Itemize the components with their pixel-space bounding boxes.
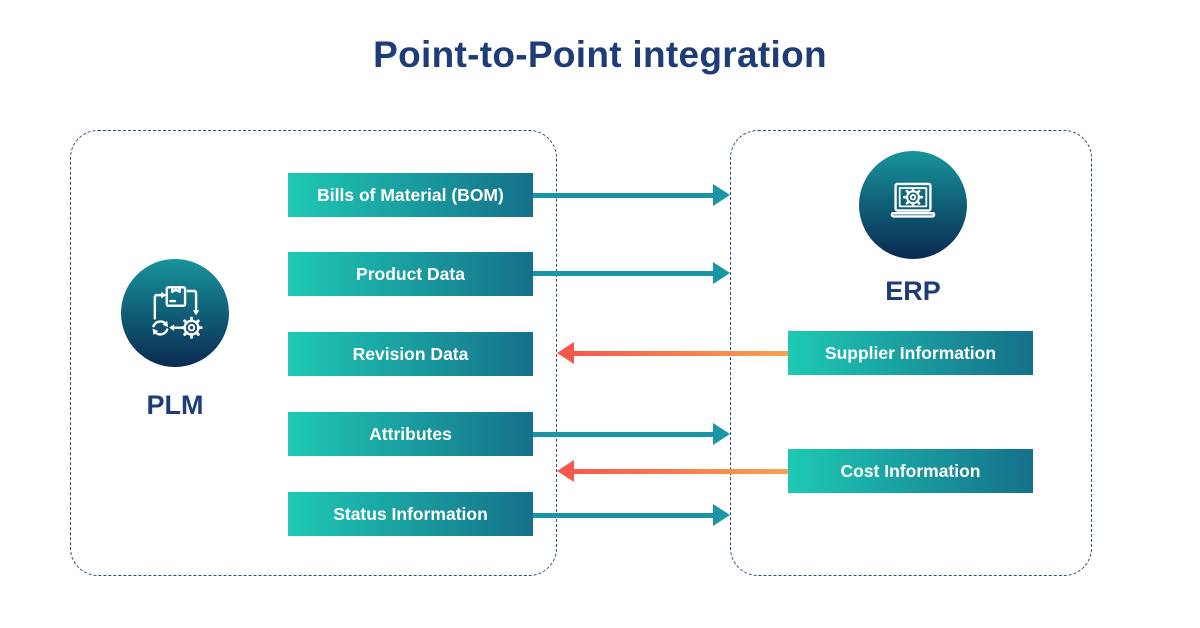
arrow-attributes-to-erp <box>533 423 730 445</box>
arrow-bom-to-erp <box>533 184 730 206</box>
flow-bar-cost-information: Cost Information <box>788 449 1033 493</box>
flow-bar-label: Attributes <box>369 423 452 444</box>
flow-bar-status-information: Status Information <box>288 492 533 536</box>
flow-bar-bills-of-material: Bills of Material (BOM) <box>288 173 533 217</box>
arrow-head-right-icon <box>713 504 730 526</box>
arrow-head-right-icon <box>713 423 730 445</box>
arrow-shaft <box>573 468 788 474</box>
erp-node-circle <box>859 151 967 259</box>
flow-bar-label: Product Data <box>356 263 465 284</box>
flow-bar-product-data: Product Data <box>288 252 533 296</box>
flow-bar-revision-data: Revision Data <box>288 332 533 376</box>
plm-node-circle <box>121 259 229 367</box>
arrow-head-left-icon <box>557 460 574 482</box>
arrow-shaft <box>533 431 714 437</box>
arrow-status-to-erp <box>533 504 730 526</box>
flow-bar-label: Status Information <box>333 503 488 524</box>
arrow-cost-info-to-plm <box>557 460 788 482</box>
plm-zone <box>70 130 557 576</box>
flow-bar-supplier-information: Supplier Information <box>788 331 1033 375</box>
page-title: Point-to-Point integration <box>373 34 827 75</box>
arrow-shaft <box>533 270 714 276</box>
arrow-product-data-to-erp <box>533 262 730 284</box>
arrow-shaft <box>533 192 714 198</box>
flow-bar-label: Cost Information <box>840 460 981 481</box>
erp-label: ERP <box>885 276 941 306</box>
flow-bar-label: Supplier Information <box>824 342 997 363</box>
arrow-head-right-icon <box>713 262 730 284</box>
flow-bar-label: Bills of Material (BOM) <box>317 184 504 205</box>
arrow-shaft <box>573 350 788 356</box>
flow-bar-attributes: Attributes <box>288 412 533 456</box>
arrow-shaft <box>533 512 714 518</box>
arrow-head-right-icon <box>713 184 730 206</box>
flow-bar-label: Revision Data <box>352 343 469 364</box>
laptop-gear-icon <box>880 172 946 238</box>
product-lifecycle-icon <box>142 280 208 346</box>
arrow-head-left-icon <box>557 342 574 364</box>
arrow-supplier-info-to-plm <box>557 342 788 364</box>
plm-label: PLM <box>146 390 204 420</box>
